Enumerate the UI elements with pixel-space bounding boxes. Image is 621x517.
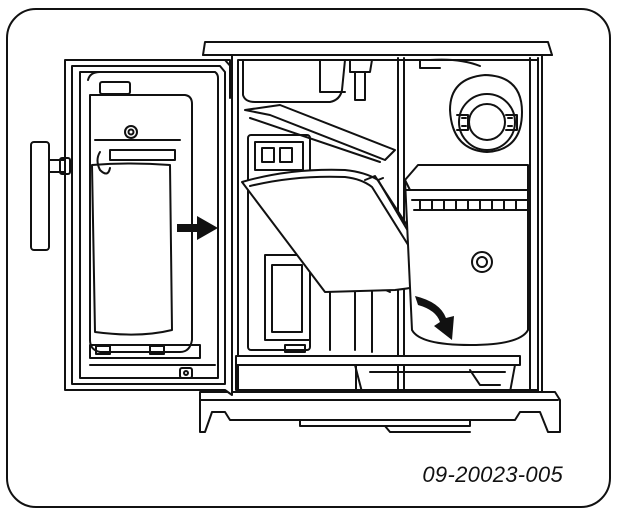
top-cover	[202, 41, 553, 56]
figure-id-label: 09-20023-005	[422, 462, 563, 487]
curved-arrow-down-icon	[415, 296, 454, 340]
figure-frame	[6, 8, 611, 508]
drip-tray	[235, 355, 521, 393]
ground-container	[404, 164, 529, 346]
door-handle	[30, 141, 71, 251]
appliance-base	[199, 391, 561, 433]
water-tank	[242, 59, 441, 103]
open-door	[64, 59, 233, 396]
arrow-right-icon	[177, 216, 218, 240]
chute-ramp	[244, 104, 396, 163]
grinder-dial	[429, 58, 523, 153]
